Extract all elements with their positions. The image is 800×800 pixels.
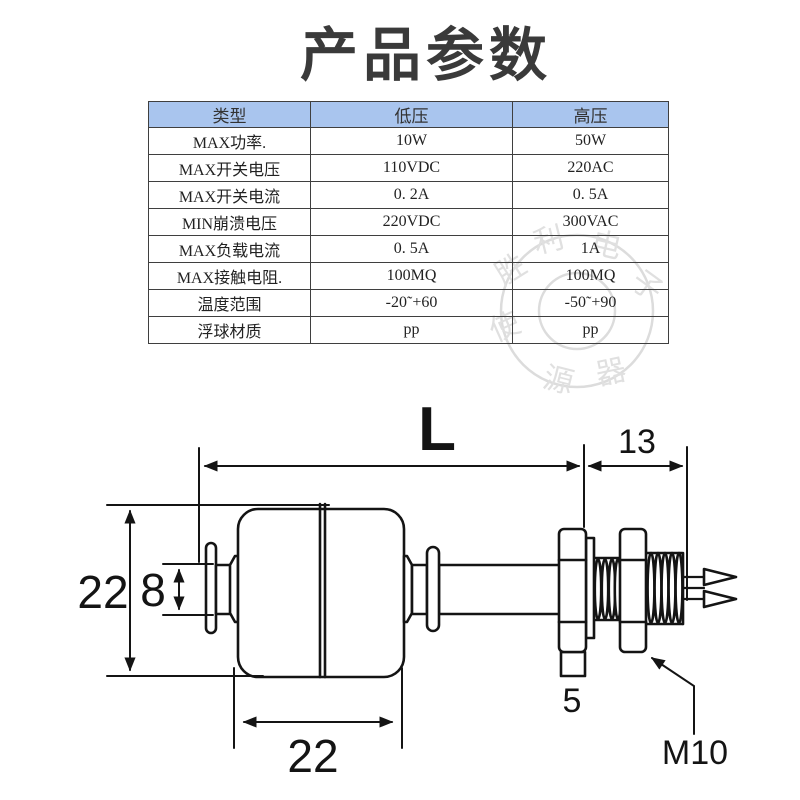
spec-low-value: 0. 2A bbox=[310, 181, 513, 209]
spec-high-value: pp bbox=[512, 316, 669, 344]
thread-edge bbox=[592, 556, 622, 622]
table-row: 浮球材质 pp pp bbox=[148, 316, 669, 344]
spec-label: MAX开关电压 bbox=[148, 154, 311, 182]
spec-low-value: 110VDC bbox=[310, 154, 513, 182]
nut-outline bbox=[557, 527, 588, 654]
leader-line-m10 bbox=[650, 657, 695, 735]
wire-tip bbox=[702, 589, 738, 609]
dimension-lines bbox=[106, 444, 695, 749]
table-row: MAX接触电阻. 100MQ 100MQ bbox=[148, 262, 669, 290]
spec-low-value: 220VDC bbox=[310, 208, 513, 236]
spec-high-value: -50˜+90 bbox=[512, 289, 669, 317]
spec-high-value: 50W bbox=[512, 127, 669, 155]
thread-crest bbox=[646, 551, 656, 625]
nut-outline bbox=[618, 527, 648, 654]
page-title: 产品参数 bbox=[299, 23, 553, 88]
thread-crest bbox=[593, 557, 603, 621]
dim-label-length: L bbox=[418, 395, 456, 464]
stop-ring bbox=[425, 545, 441, 633]
table-row: MAX开关电压 110VDC 220AC bbox=[148, 154, 669, 182]
wire-lines bbox=[681, 575, 706, 601]
watermark-char: 器 bbox=[593, 353, 629, 392]
spec-low-value: -20˜+60 bbox=[310, 289, 513, 317]
spec-label: MIN崩溃电压 bbox=[148, 208, 311, 236]
wire-leads bbox=[681, 567, 738, 609]
table-row: MIN崩溃电压 220VDC 300VAC bbox=[148, 208, 669, 236]
thread-crest bbox=[653, 551, 663, 625]
spec-label: MAX负载电流 bbox=[148, 235, 311, 263]
spec-label: MAX开关电流 bbox=[148, 181, 311, 209]
shaft bbox=[437, 563, 562, 616]
spec-label: 温度范围 bbox=[148, 289, 311, 317]
float-seam bbox=[318, 502, 327, 679]
spec-table: 类型 低压 高压 MAX功率. 10W 50W MAX开关电压 110VDC 2… bbox=[148, 101, 669, 344]
thread-section-2 bbox=[644, 551, 684, 626]
flange-left bbox=[228, 554, 240, 624]
wire-tip bbox=[702, 567, 738, 587]
spec-label: 浮球材质 bbox=[148, 316, 311, 344]
dim-label-stem-height: 8 bbox=[140, 564, 166, 616]
nut-chamfer bbox=[557, 558, 588, 624]
column-header-high-voltage: 高压 bbox=[512, 101, 669, 128]
extension-line bbox=[162, 563, 214, 616]
spec-high-value: 220AC bbox=[512, 154, 669, 182]
spec-high-value: 300VAC bbox=[512, 208, 669, 236]
dim-label-thread-size: M10 bbox=[662, 734, 728, 772]
thread-section-1 bbox=[592, 556, 623, 622]
nut-chamfer bbox=[618, 558, 648, 624]
spec-label: MAX接触电阻. bbox=[148, 262, 311, 290]
spec-low-value: 100MQ bbox=[310, 262, 513, 290]
thread-crest bbox=[667, 551, 677, 625]
thread-crest bbox=[674, 551, 684, 625]
spec-low-value: 0. 5A bbox=[310, 235, 513, 263]
dim-label-total-height: 22 bbox=[77, 566, 128, 618]
thread-crest bbox=[600, 557, 610, 621]
thread-edge bbox=[644, 551, 684, 626]
table-row: MAX负载电流 0. 5A 1A bbox=[148, 235, 669, 263]
table-row: MAX功率. 10W 50W bbox=[148, 127, 669, 155]
dim-label-float-width: 22 bbox=[287, 730, 338, 782]
thread-crest bbox=[613, 557, 623, 621]
retaining-clip bbox=[204, 541, 218, 635]
flange-right bbox=[402, 554, 414, 624]
column-header-type: 类型 bbox=[148, 101, 311, 128]
stem-left bbox=[214, 563, 233, 616]
spec-label: MAX功率. bbox=[148, 127, 311, 155]
hex-nut-2 bbox=[618, 527, 648, 654]
spec-high-value: 1A bbox=[512, 235, 669, 263]
dim-label-thread-length: 13 bbox=[618, 423, 656, 461]
extension-line bbox=[233, 667, 403, 749]
column-header-low-voltage: 低压 bbox=[310, 101, 513, 128]
table-header-row: 类型 低压 高压 bbox=[148, 101, 669, 128]
spec-low-value: pp bbox=[310, 316, 513, 344]
thread-crest bbox=[660, 551, 670, 625]
float-switch-body bbox=[204, 502, 738, 679]
dim-label-plate-thickness: 5 bbox=[563, 682, 582, 720]
spec-high-value: 0. 5A bbox=[512, 181, 669, 209]
washer bbox=[584, 536, 596, 640]
watermark-char: 源 bbox=[540, 361, 577, 400]
table-row: 温度范围 -20˜+60 -50˜+90 bbox=[148, 289, 669, 317]
spec-high-value: 100MQ bbox=[512, 262, 669, 290]
table-row: MAX开关电流 0. 2A 0. 5A bbox=[148, 181, 669, 209]
mounting-tab bbox=[559, 650, 587, 678]
stem-right bbox=[410, 563, 429, 616]
hex-nut-1 bbox=[557, 527, 588, 654]
thread-crest bbox=[607, 557, 617, 621]
float-body bbox=[236, 507, 406, 679]
spec-low-value: 10W bbox=[310, 127, 513, 155]
